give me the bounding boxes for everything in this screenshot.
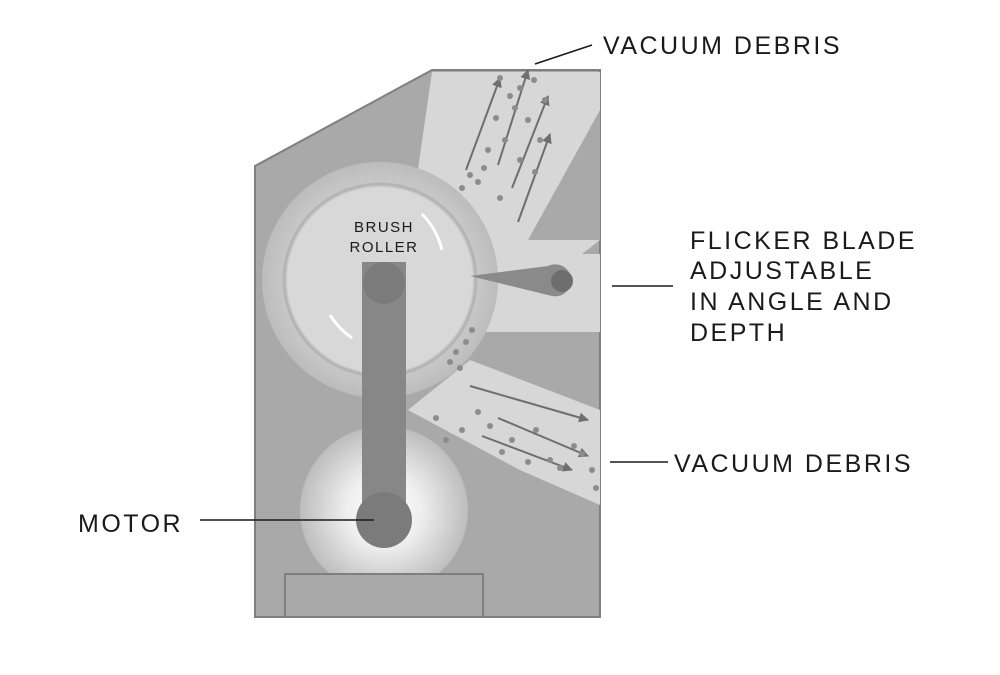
flicker-blade-label-line-3: IN ANGLE AND: [690, 288, 894, 316]
drive-shaft-bottom: [356, 492, 412, 548]
flicker-blade-label-line-1: FLICKER BLADE: [690, 227, 917, 255]
flicker-blade-label-line-4: DEPTH: [690, 319, 787, 347]
flicker-blade-pivot: [551, 270, 573, 292]
top-channel-flow-arrows: [465, 69, 552, 223]
vacuum-debris-bottom-label: VACUUM DEBRIS: [674, 450, 913, 478]
brush-roller-label-line-2: ROLLER: [349, 239, 418, 256]
roller-highlight-bottom: [328, 314, 353, 340]
bottom-vacuum-channel: [408, 360, 600, 505]
drive-shaft: [362, 262, 406, 520]
brush-roller-label-line-1: BRUSH: [354, 219, 414, 236]
drive-shaft-top: [363, 262, 405, 304]
motor-base-plate: [284, 573, 484, 618]
roller-highlight-top: [420, 212, 444, 251]
flicker-blade-label-line-2: ADJUSTABLE: [690, 257, 874, 285]
motor-label: MOTOR: [78, 510, 183, 538]
bottom-channel-flow-arrows: [469, 385, 589, 472]
flicker-blade-housing: [478, 254, 600, 332]
channel-notch: [528, 110, 600, 240]
debris-particles: [433, 75, 599, 491]
vacuum-debris-top-label: VACUUM DEBRIS: [603, 32, 842, 60]
leader-vacuum-debris-top: [534, 44, 593, 65]
flicker-blade: [470, 264, 572, 297]
